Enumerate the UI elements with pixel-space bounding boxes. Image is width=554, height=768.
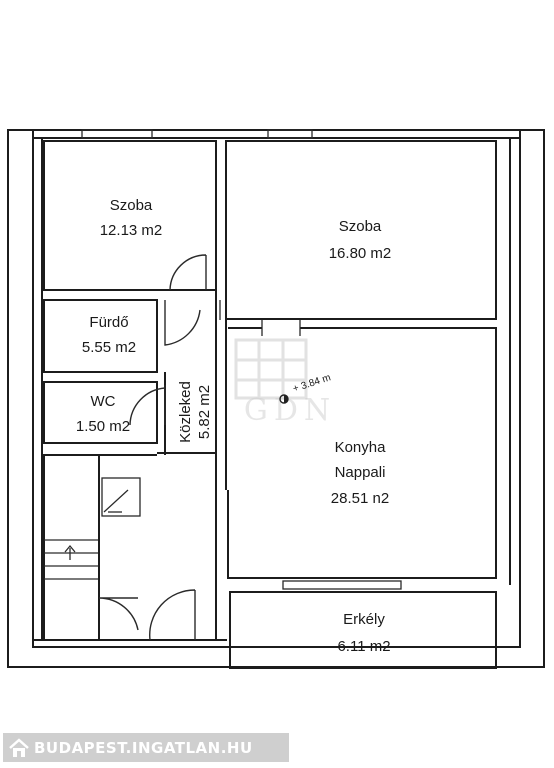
label-szoba-right-area: 16.80 m2 bbox=[329, 245, 392, 262]
staircase bbox=[43, 454, 157, 641]
label-konyha-name-1: Konyha bbox=[335, 439, 387, 456]
label-szoba-left-name: Szoba bbox=[110, 197, 153, 214]
room-erkely bbox=[229, 591, 497, 669]
label-erkely-name: Erkély bbox=[343, 611, 385, 628]
house-icon bbox=[7, 736, 30, 759]
label-konyha-area: 28.51 n2 bbox=[331, 490, 389, 507]
label-furdo-name: Fürdő bbox=[89, 314, 128, 331]
label-szoba-right-name: Szoba bbox=[339, 218, 382, 235]
watermark-logo bbox=[234, 338, 308, 400]
room-wc bbox=[43, 381, 158, 444]
watermark-text: GDN bbox=[244, 393, 336, 428]
label-szoba-left-area: 12.13 m2 bbox=[100, 222, 163, 239]
footer-site-name: BUDAPEST.INGATLAN.HU bbox=[34, 738, 253, 757]
room-furdo bbox=[43, 299, 158, 373]
room-szoba-left bbox=[43, 140, 217, 291]
height-marker-label: + 3.84 m bbox=[292, 372, 333, 395]
label-kozleked-area: 5.82 m2 bbox=[196, 385, 213, 439]
label-wc-name: WC bbox=[91, 393, 116, 410]
label-kozleked-name: Közleked bbox=[177, 381, 194, 443]
room-konyha-nappali bbox=[227, 327, 497, 579]
windows bbox=[81, 129, 402, 590]
label-erkely-area: 6.11 m2 bbox=[337, 638, 390, 655]
room-szoba-right bbox=[225, 140, 497, 320]
footer-site-link[interactable]: BUDAPEST.INGATLAN.HU bbox=[3, 733, 289, 762]
label-furdo-area: 5.55 m2 bbox=[82, 339, 136, 356]
label-konyha-name-2: Nappali bbox=[335, 464, 386, 481]
door-swings bbox=[98, 254, 301, 641]
room-kozleked bbox=[157, 290, 227, 640]
label-wc-area: 1.50 m2 bbox=[76, 418, 130, 435]
